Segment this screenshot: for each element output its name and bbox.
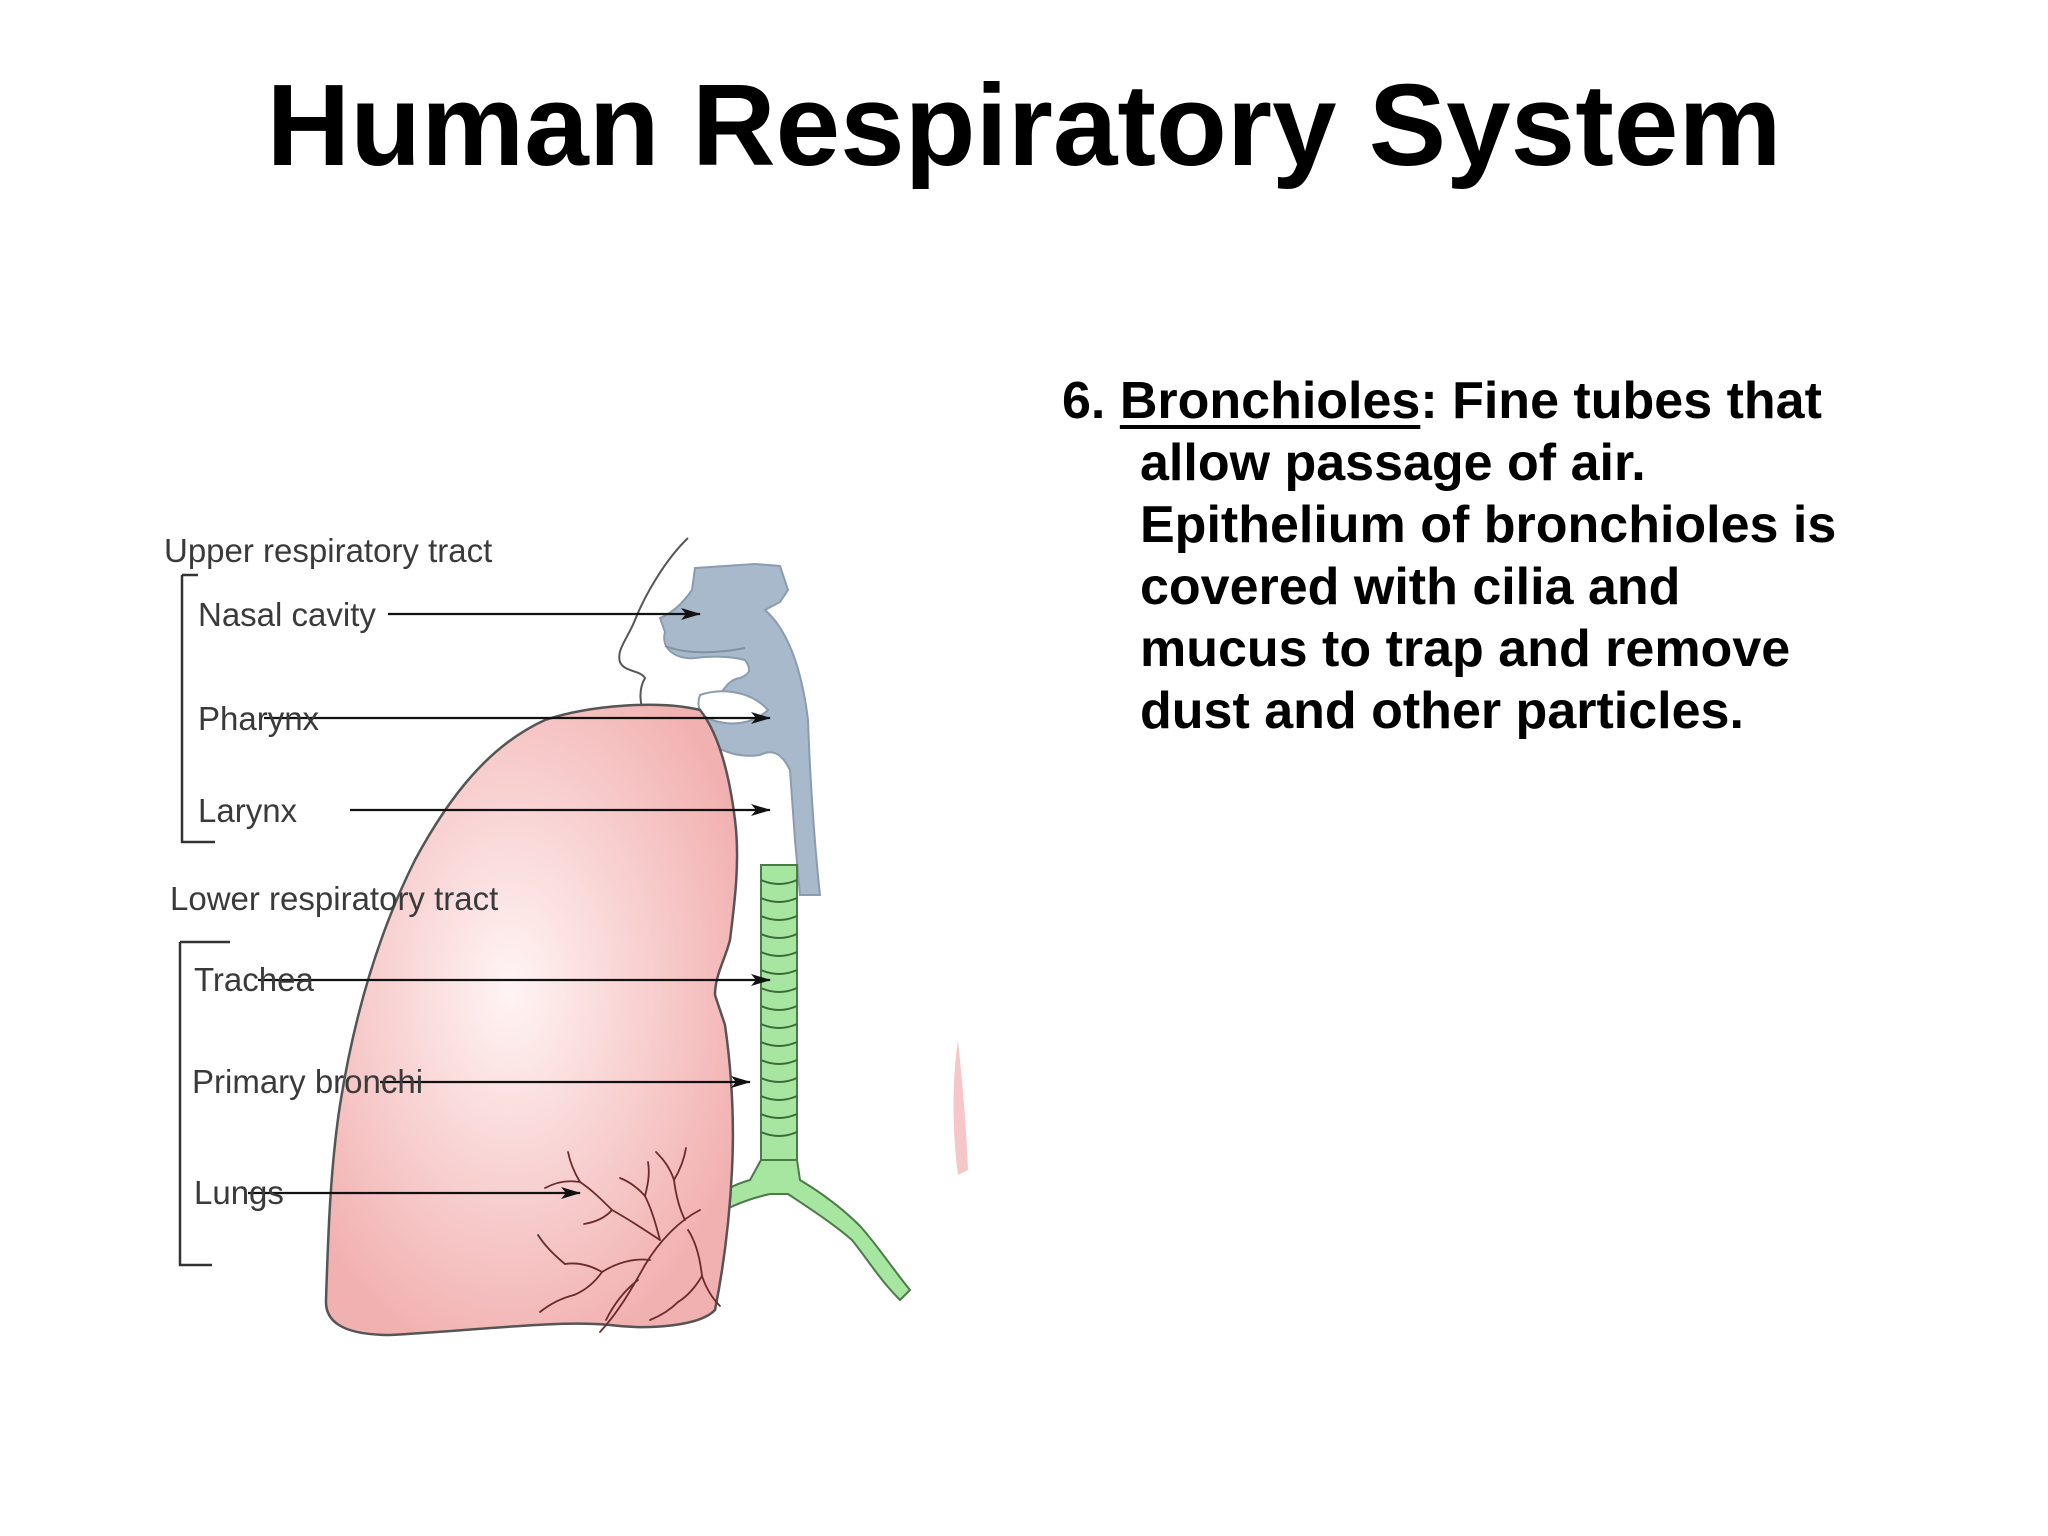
nasal-lower-curve bbox=[664, 645, 746, 654]
description-line: Epithelium of bronchioles is bbox=[1140, 496, 1837, 554]
bronchioles-description: 6. Bronchioles: Fine tubes that allow pa… bbox=[1062, 370, 2002, 742]
description-line: covered with cilia and bbox=[1140, 558, 1681, 616]
label-nasal-cavity: Nasal cavity bbox=[198, 596, 376, 633]
respiratory-illustration bbox=[178, 537, 968, 1337]
right-lung-edge bbox=[953, 1040, 968, 1175]
label-lungs: Lungs bbox=[194, 1174, 284, 1211]
label-primary-bronchi: Primary bronchi bbox=[192, 1063, 424, 1100]
description-line: mucus to trap and remove bbox=[1140, 620, 1791, 678]
label-lower-respiratory-tract: Lower respiratory tract bbox=[170, 880, 499, 917]
upper-tract-bracket bbox=[180, 573, 215, 844]
bronchiole-tree bbox=[537, 1147, 721, 1333]
trachea-rings bbox=[760, 879, 798, 1137]
description-line: dust and other particles. bbox=[1140, 682, 1744, 740]
description-first-line: 6. Bronchioles: Fine tubes that bbox=[1062, 370, 2002, 432]
slide-title: Human Respiratory System bbox=[266, 60, 1782, 190]
label-larynx: Larynx bbox=[198, 792, 298, 829]
lung-shape bbox=[324, 703, 739, 1337]
label-trachea: Trachea bbox=[194, 961, 314, 998]
description-line-1-rest: : Fine tubes that bbox=[1420, 372, 1822, 430]
term-bronchioles: Bronchioles bbox=[1119, 372, 1421, 430]
label-pharynx: Pharynx bbox=[198, 700, 320, 737]
lower-tract-bracket bbox=[178, 940, 230, 1267]
respiratory-diagram: Upper respiratory tract Nasal cavity Pha… bbox=[140, 520, 1000, 1340]
description-line: allow passage of air. bbox=[1140, 434, 1646, 492]
item-number: 6. bbox=[1062, 372, 1106, 430]
trachea-tube bbox=[760, 864, 798, 1166]
label-upper-respiratory-tract: Upper respiratory tract bbox=[164, 532, 493, 569]
